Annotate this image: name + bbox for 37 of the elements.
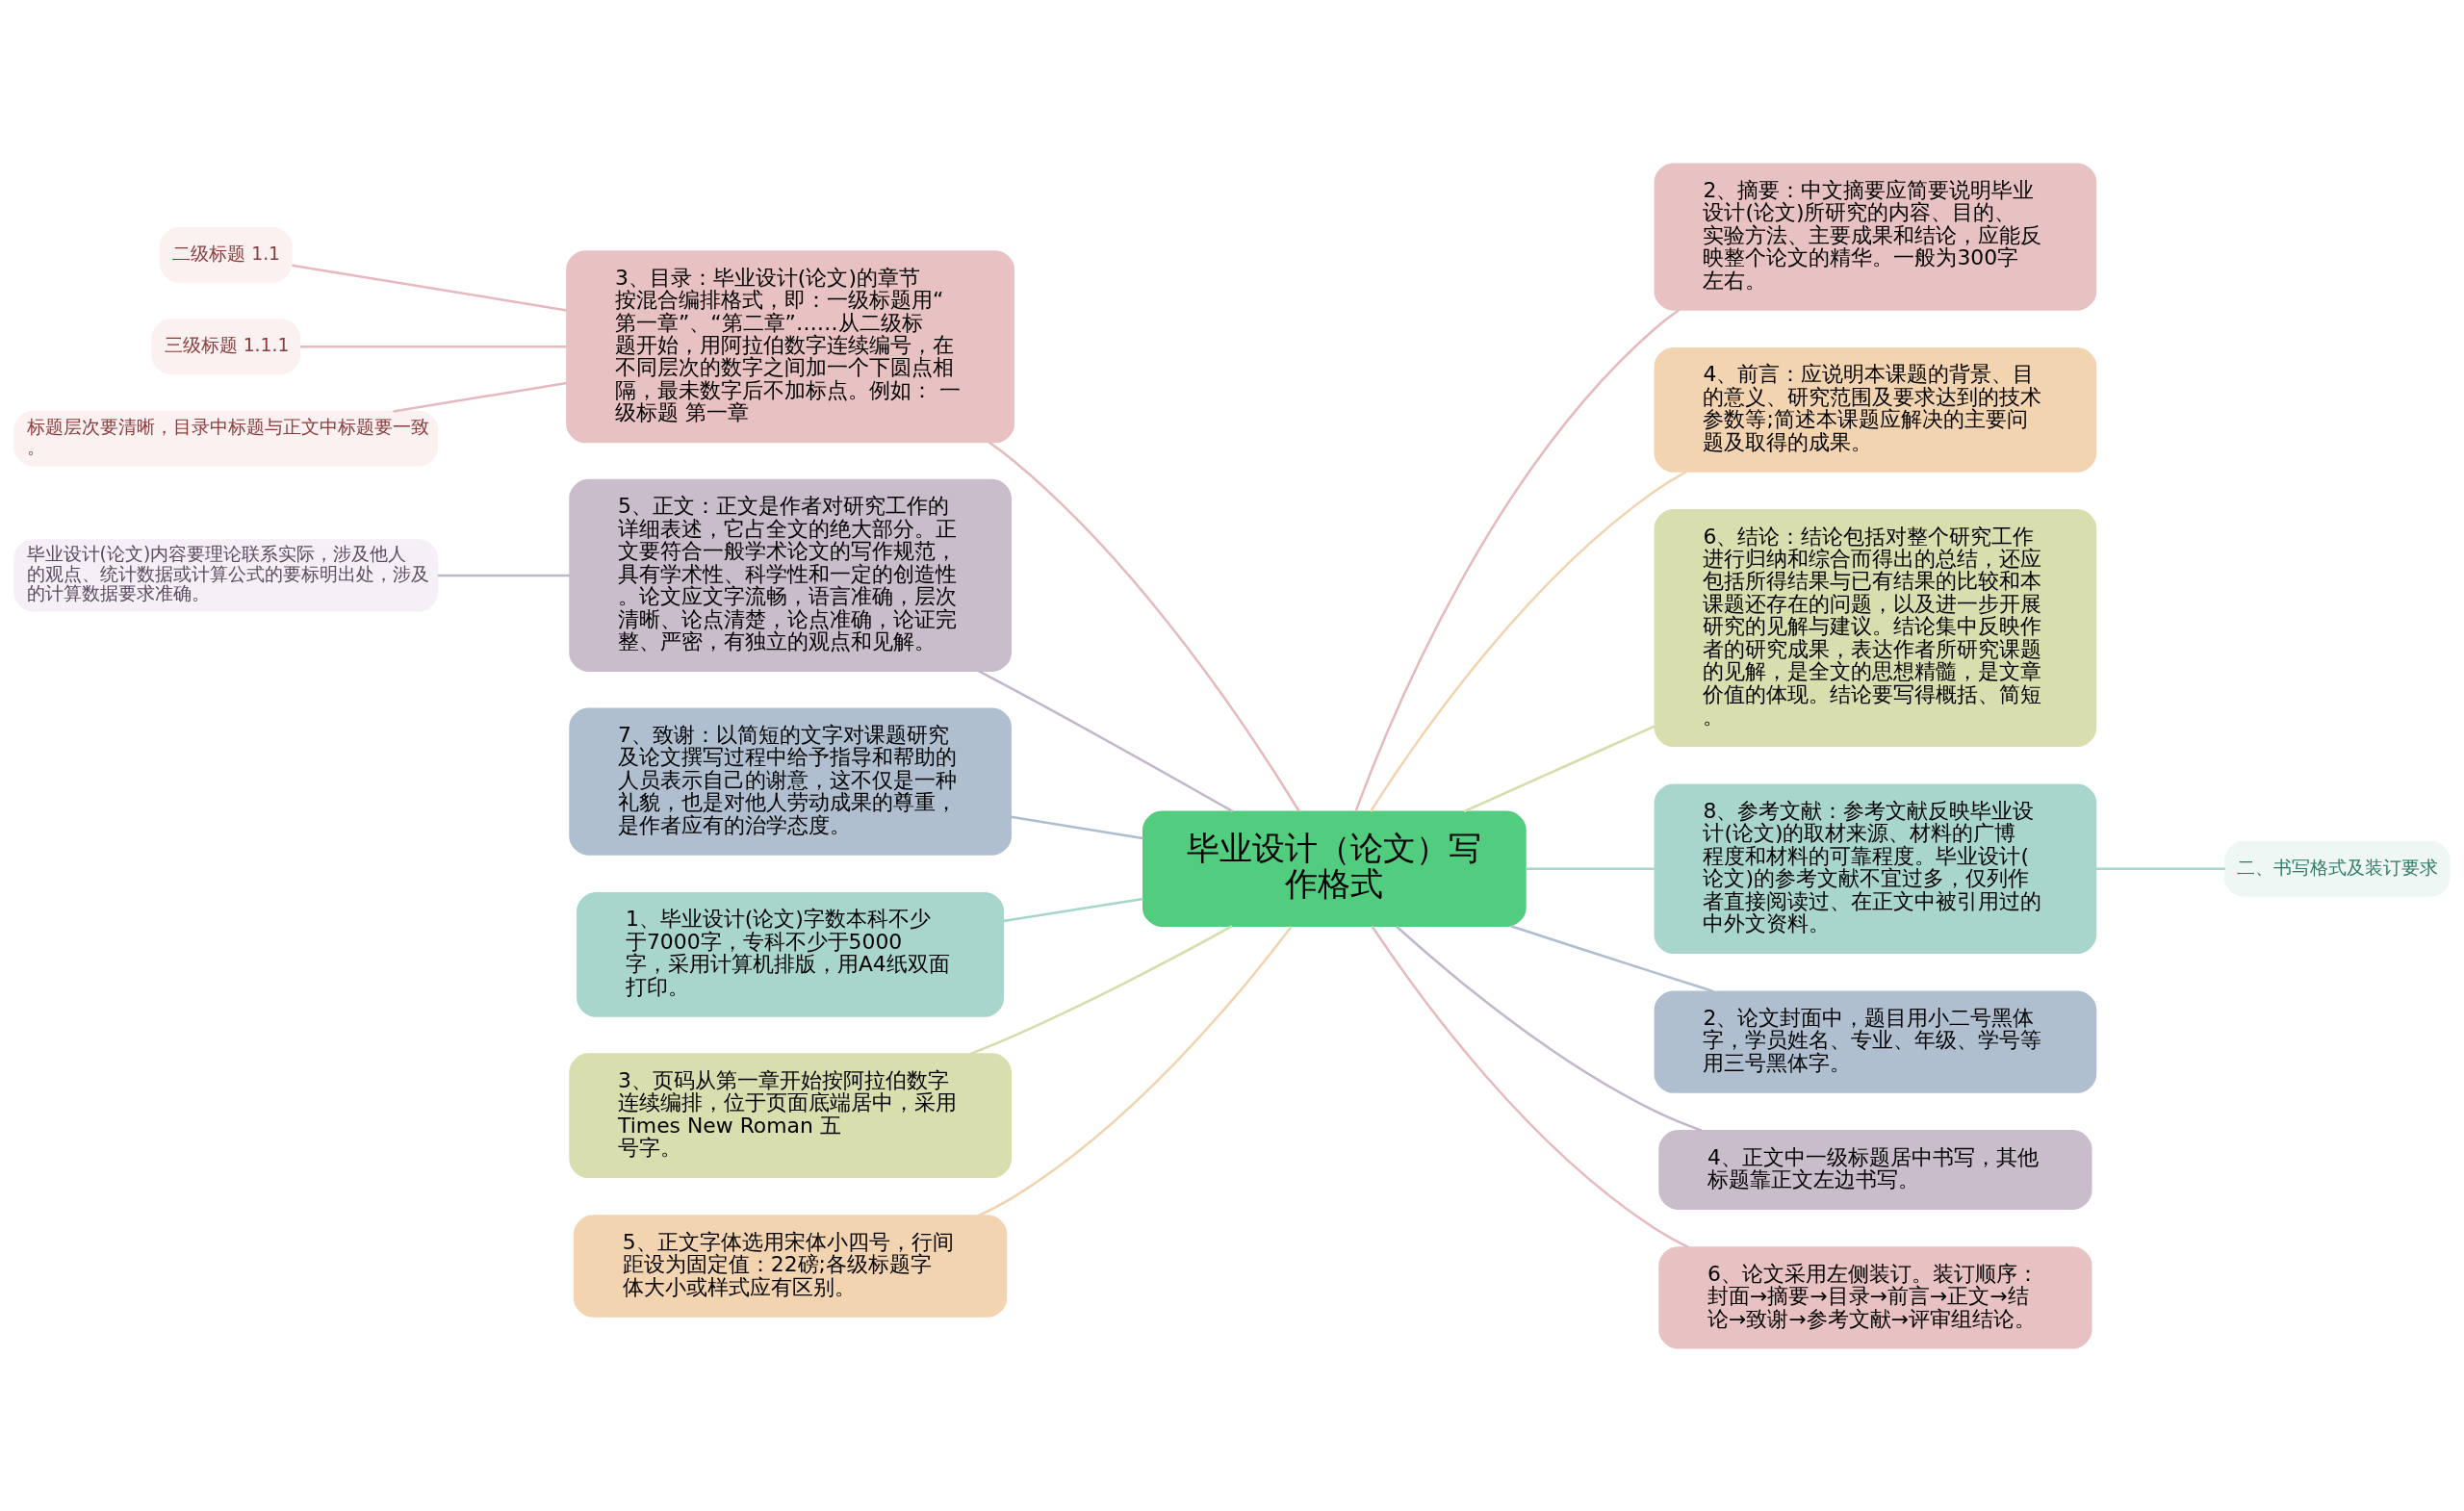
connector [978,669,1234,812]
node-box: 8、参考文献：参考文献反映毕业设计(论文)的取材来源、材料的广博程度和材料的可靠程度。毕业设计(论文)的参考文献不宜过多，仅列作者直接阅读过、在正文中被引用过的中外文资料。 [1654,782,2097,954]
node-box: 毕业设计（论文）写作格式 [1142,810,1527,927]
connector [1463,724,1656,812]
node-box: 4、前言：应说明本课题的背景、目的意义、研究范围及要求达到的技术参数等;简述本课题应解决的主要问题及取得的成果。 [1654,346,2097,473]
connector [1510,924,1714,992]
connector [300,345,567,347]
node-box: 7、致谢：以简短的文字对课题研究及论文撰写过程中给予指导和帮助的人员表示自己的谢意，这不仅是一种礼貌，也是对他人劳动成果的尊重，是作者应有的治学态度。 [569,706,1012,856]
node-box: 三级标题 1.1.1 [151,318,301,374]
node-box: 3、目录：毕业设计(论文)的章节按混合编排格式，即：一级标题用“第一章”、“第二章”……从二级标题开始，用阿拉伯数字连续编号，在不同层次的数字之间加一个下圆点相隔，最未数字后不加标点。例如： 一级标题 第一章 [566,249,1015,443]
connector [292,264,567,312]
connector [1371,925,1689,1248]
connector [437,574,570,576]
node-box: 1、毕业设计(论文)字数本科不少于7000字，专科不少于5000字，采用计算机排版，用A4纸双面打印。 [577,891,1005,1017]
connector [988,441,1300,811]
node-box: 标题层次要清晰，目录中标题与正文中标题要一致。 [13,410,439,466]
connector [1011,815,1143,839]
connector [2095,867,2225,870]
node-box: 5、正文字体选用宋体小四号，行间距设为固定值：22磅;各级标题字体大小或样式应有区别。 [573,1214,1008,1318]
node-box: 二级标题 1.1 [160,226,293,283]
connector [1395,925,1703,1132]
node-box: 毕业设计(论文)内容要理论联系实际，涉及他人的观点、统计数据或计算公式的要标明出处，涉及的计算数据要求准确。 [13,538,439,611]
connector [970,924,1233,1055]
connector [1369,470,1687,812]
node-box: 6、结论：结论包括对整个研究工作进行归纳和综合而得出的总结，还应包括所得结果与已有结果的比较和本课题还存在的问题，以及进一步开展研究的见解与建议。结论集中反映作者的研究成果，表达作者所研究课题的见解，是全文的思想精髓，是文章价值的体现。结论要写得概括、简短。 [1654,508,2097,747]
node-box: 2、论文封面中，题目用小二号黑体字，学员姓名、专业、年级、学号等用三号黑体字。 [1654,989,2097,1093]
node-box: 4、正文中一级标题居中书写，其他标题靠正文左边书写。 [1658,1129,2092,1210]
connector [1525,867,1656,870]
connector [1003,897,1143,922]
connector [393,381,567,413]
connector [1354,308,1681,812]
node-box: 5、正文：正文是作者对研究工作的详细表述，它占全文的绝大部分。正文要符合一般学术论文的写作规范，具有学术性、科学性和一定的创造性。论文应文字流畅，语言准确，层次清晰、论点清楚，论点准确，论证完整、严密，有独立的观点和见解。 [569,478,1012,672]
connector [978,925,1293,1216]
node-box: 2、摘要：中文摘要应简要说明毕业设计(论文)所研究的内容、目的、实验方法、主要成果和结论，应能反映整个论文的精华。一般为300字左右。 [1654,162,2097,311]
node-box: 6、论文采用左侧装订。装订顺序：封面→摘要→目录→前言→正文→结论→致谢→参考文献→评审组结论。 [1658,1245,2092,1349]
node-box: 二、书写格式及装订要求 [2224,840,2451,897]
node-box: 3、页码从第一章开始按阿拉伯数字连续编排，位于页面底端居中，采用Times New Roman 五号字。 [569,1052,1012,1178]
